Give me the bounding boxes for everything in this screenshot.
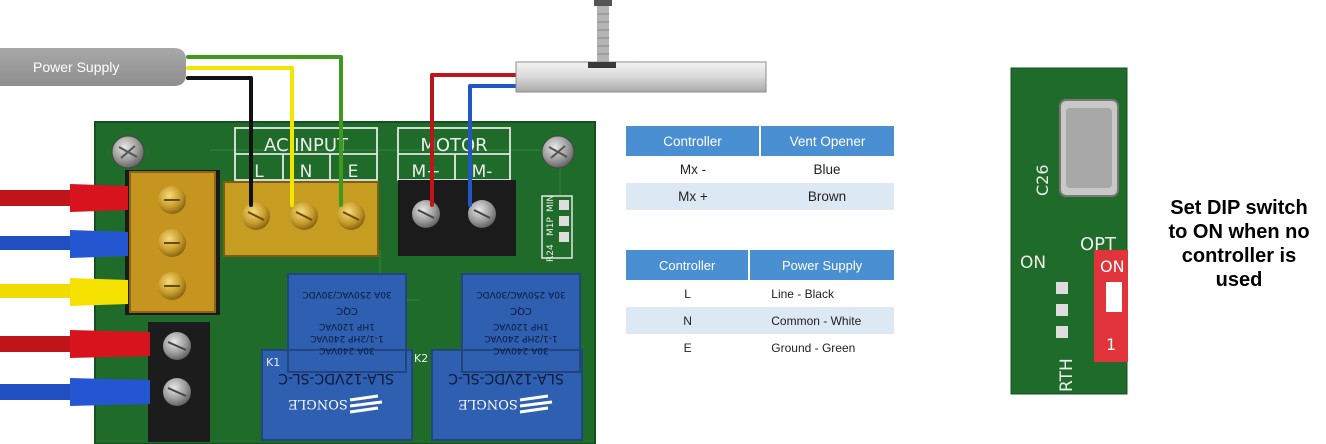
jumper-label-m1p: M1P [546,217,556,236]
relay-k2-rating-3: 1HP 120VAC [493,321,549,331]
dip-num-label: 1 [1106,335,1116,354]
relay-k2-brand: SONGLE [458,396,517,411]
component-label-c26: C26 [1033,164,1052,196]
table-row: N Common - White [626,307,894,334]
motor-wiring-table: Controller Vent Opener Mx - Blue Mx + Br… [626,126,894,210]
table-row: E Ground - Green [626,334,894,361]
ground-terminal-block [125,170,220,315]
linear-actuator [515,0,767,93]
note-line: Set DIP switch [1170,197,1308,219]
dip-on-label: ON [1100,257,1125,276]
table-cell: Common - White [749,307,894,334]
relay-k2-rating-2: 1-1/2HP 240VAC [484,333,558,343]
motor-pin-minus: M- [472,162,493,182]
lower-left-terminals [148,322,210,442]
dip-switch-closeup: C26 OPT ON ON 1 RTH [1010,67,1128,395]
relay-k2-rating-4: 30A 250VAC/30VDC [476,289,565,299]
relay-k2-logo-icon [519,394,553,414]
relay-k2: 30A 240VAC 1-1/2HP 240VAC 1HP 120VAC CQC… [414,273,583,441]
column-header: Power Supply [749,250,894,280]
ac-pin-e: E [348,162,359,182]
table-cell: Blue [813,162,841,177]
table-cell: Brown [760,183,894,210]
relay-k1-brand: SONGLE [288,396,347,411]
table-cell: Line - Black [771,286,834,301]
relay-k1-model: SLA-12VDC-SL-C [278,370,394,386]
relay-k2-model: SLA-12VDC-SL-C [448,370,564,386]
left-cable-bundle [0,184,150,406]
ac-pin-l: L [254,162,264,182]
wire-red-motor [430,73,519,207]
motor-pin-plus: M+ [412,162,441,182]
wire-blue-motor [468,84,519,207]
relay-k2-id: K2 [414,352,428,365]
rth-label: RTH [1057,358,1077,392]
relay-k1-cert: CQC [336,305,358,316]
relay-k1-rating-2: 1-1/2HP 240VAC [310,333,384,343]
jumper-label-min: MIN [546,195,556,212]
power-supply-label: Power Supply [33,59,119,75]
dip-switch-note: Set DIP switch to ON when no controller … [1152,196,1326,292]
note-line: used [1215,269,1263,291]
relay-k1-id: K1 [266,356,280,369]
wire-yellow [186,66,294,207]
relay-k2-cert: CQC [510,305,532,316]
note-line: controller is [1181,245,1297,267]
relay-k2-rating-1: 30A 240VAC [493,345,549,355]
table-row: Mx + Brown [626,183,894,210]
column-header: Vent Opener [760,126,894,156]
power-supply-box: Power Supply [0,48,186,86]
jumper-label-r24: R24 [546,244,556,262]
column-header: Controller [626,126,761,156]
relay-k1-rating-4: 30A 250VAC/30VDC [302,289,391,299]
table-row: L Line - Black [626,280,894,307]
opt-label: OPT [1080,234,1117,255]
table-cell: E [683,340,692,355]
power-wiring-table: Controller Power Supply L Line - Black N… [626,250,894,361]
relay-k1-rating-1: 30A 240VAC [319,345,375,355]
table-row: Mx - Blue [626,156,894,183]
ac-pin-n: N [300,162,313,182]
column-header: Controller [626,250,751,280]
table-header-row: Controller Vent Opener [626,126,894,156]
note-line: to ON when no [1168,221,1310,243]
ac-input-terminal [223,181,379,257]
table-cell: Mx + [626,183,760,210]
table-cell: L [684,286,691,301]
relay-k1: 30A 240VAC 1-1/2HP 240VAC 1HP 120VAC CQC… [261,273,413,441]
table-cell: N [626,307,750,334]
table-cell: Ground - Green [771,340,856,355]
on-silk-label: ON [1020,253,1046,273]
wire-green [186,55,343,207]
table-cell: Mx - [679,162,707,177]
table-header-row: Controller Power Supply [626,250,894,280]
ac-input-label: AC INPUT [264,135,349,156]
jumper-block: R24 M1P MIN [541,195,573,262]
motor-terminal [398,180,516,256]
relay-k1-rating-3: 1HP 120VAC [319,321,375,331]
relay-k1-logo-icon [349,394,383,414]
wire-black [186,76,253,207]
